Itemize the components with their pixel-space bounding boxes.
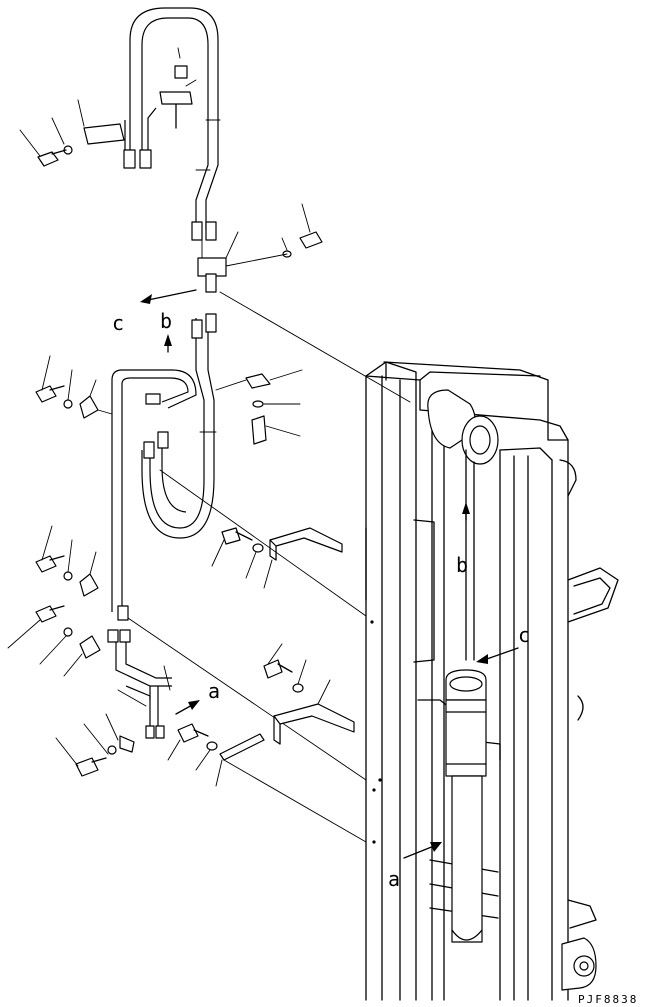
label-b-mast: b [456,553,468,577]
label-a-lower: a [208,679,220,703]
upper-hose-fittings [123,149,217,241]
arrow-a-lower [175,700,200,715]
hose-clip-right [245,373,271,389]
washer-left-3 [63,627,73,637]
drawing-code: PJF8838 [578,993,638,1006]
bracket-angle-lower [273,703,355,745]
upper-hose-clamp [159,91,193,129]
bolt-mid-center [221,527,253,545]
hose-clip-lower [119,735,135,753]
arrow-c-mast [476,647,519,664]
hose-clip-left-2 [79,573,99,597]
lift-cylinder [445,669,487,943]
label-c-mast: c [518,623,530,647]
arrow-c-upper [140,289,197,304]
hose-clip-left-1 [79,395,99,419]
lower-hose [115,640,172,728]
upper-hose-loop [124,7,221,230]
bolt-left-1 [35,385,65,403]
bolt-mid-right [251,415,267,445]
plate-clip-lower [219,733,265,761]
washer-lower-right [292,683,304,693]
hose-clip-left-3 [79,635,101,659]
washer-mid-center [252,543,264,553]
lower-hose-fittings [107,629,165,739]
hose-block [197,257,227,293]
bolt-upper-left [37,149,67,167]
washer-mid-right [252,400,264,408]
middle-hose-loop [111,318,217,612]
washer-lower-mid [206,741,218,751]
label-a-mast: a [388,867,400,891]
washer-left-1 [63,399,73,409]
washer-left-2 [63,571,73,581]
pulley [427,389,499,661]
mast-bolt-holes [370,620,382,844]
bolt-lower-mid [177,723,209,743]
cap [174,65,188,79]
middle-hose-fittings [117,313,217,621]
bolt-left-2 [35,555,65,573]
bottom-roller [561,937,597,991]
washer-lower-left [107,745,117,755]
label-b-upper: b [160,309,172,333]
bracket-plate-upper [83,123,125,145]
arrow-a-mast [403,842,442,859]
bolt-lower-right [263,659,293,679]
arrow-b-mast [462,502,470,521]
bolt-hose-block [299,231,323,249]
label-c-upper: c [112,311,124,335]
bolt-lower-left [75,757,107,777]
arrow-b-upper [164,334,172,353]
bolt-left-3 [35,605,65,623]
